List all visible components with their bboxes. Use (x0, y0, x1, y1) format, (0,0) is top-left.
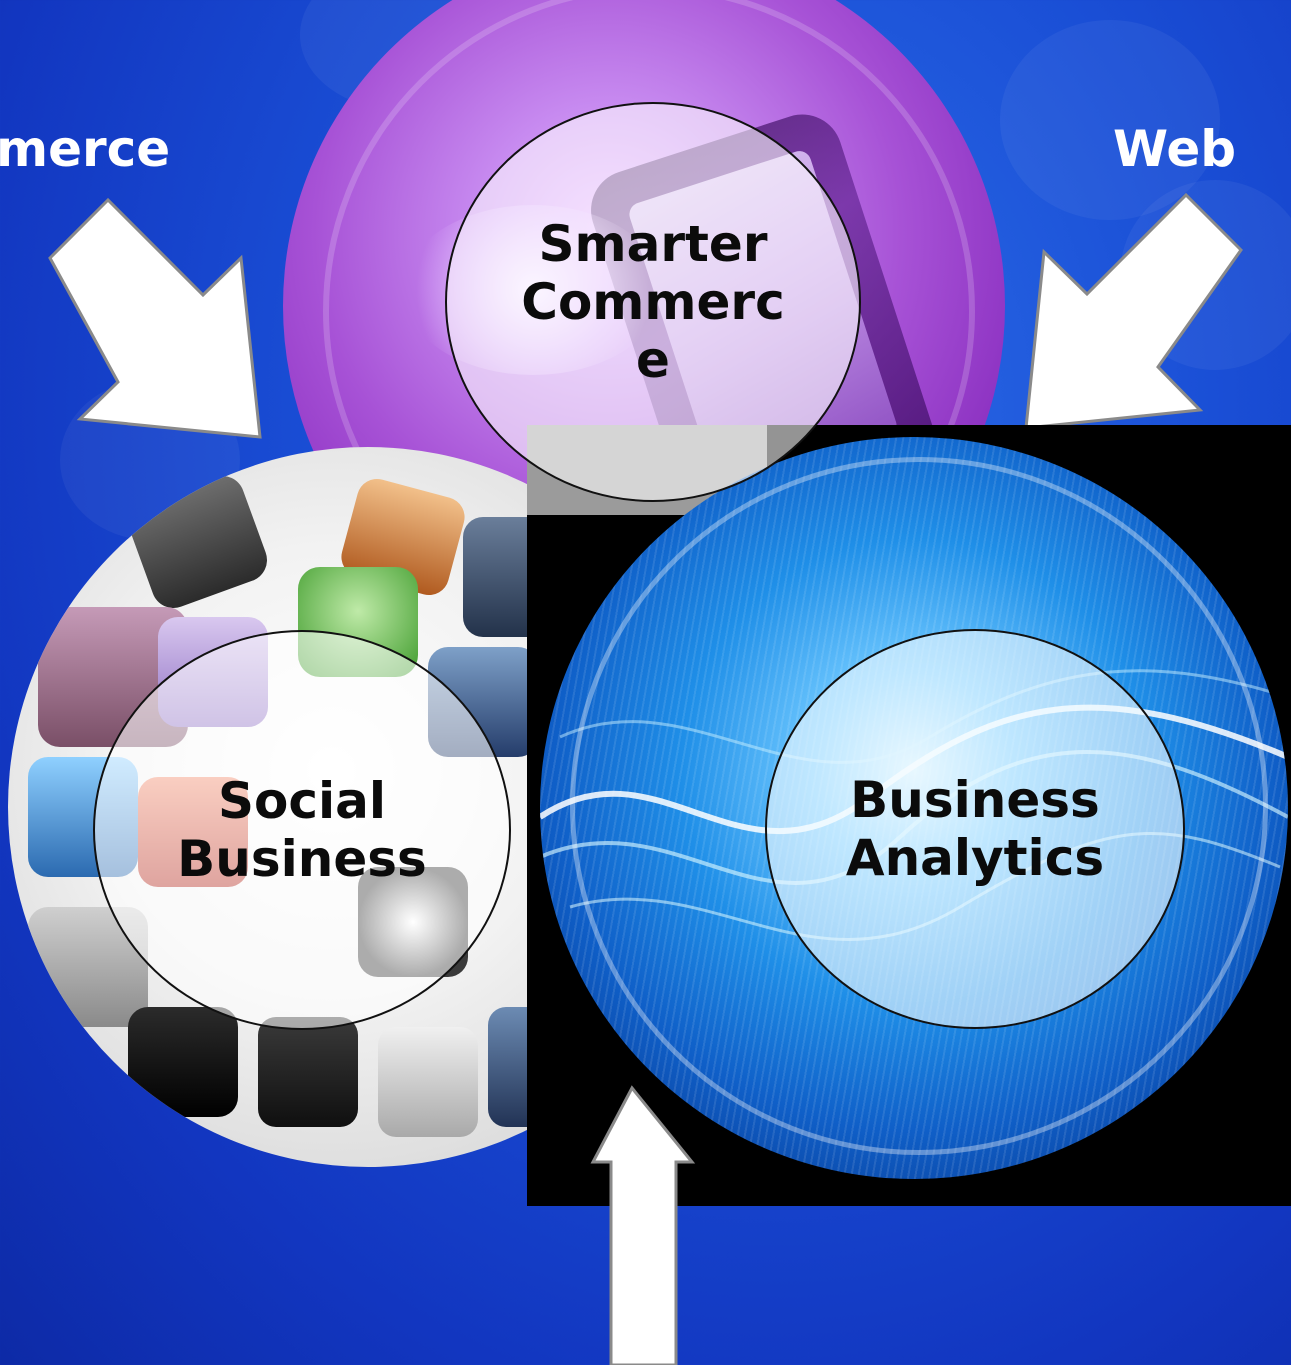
smarter-commerce-line3: e (636, 331, 670, 389)
social-business-line1: Social (217, 772, 386, 830)
social-business-node: Social Business (93, 630, 511, 1030)
social-business-line2: Business (177, 830, 427, 888)
app-icon-tile (258, 1017, 358, 1127)
background-bubble (1000, 20, 1220, 220)
web-label: Web (1113, 120, 1237, 178)
business-analytics-line1: Business (850, 771, 1100, 829)
business-analytics-node: Business Analytics (765, 629, 1185, 1029)
business-analytics-line2: Analytics (845, 829, 1105, 887)
smarter-commerce-line2: Commerc (521, 273, 785, 331)
app-icon-tile (378, 1027, 478, 1137)
background-bubble (1120, 180, 1291, 370)
circle-sheen (570, 457, 1268, 1155)
commerce-label: merce (0, 120, 171, 178)
app-icon-tile (128, 1007, 238, 1117)
smarter-commerce-line1: Smarter (538, 215, 768, 273)
smarter-commerce-node: Smarter Commerc e (445, 102, 861, 502)
